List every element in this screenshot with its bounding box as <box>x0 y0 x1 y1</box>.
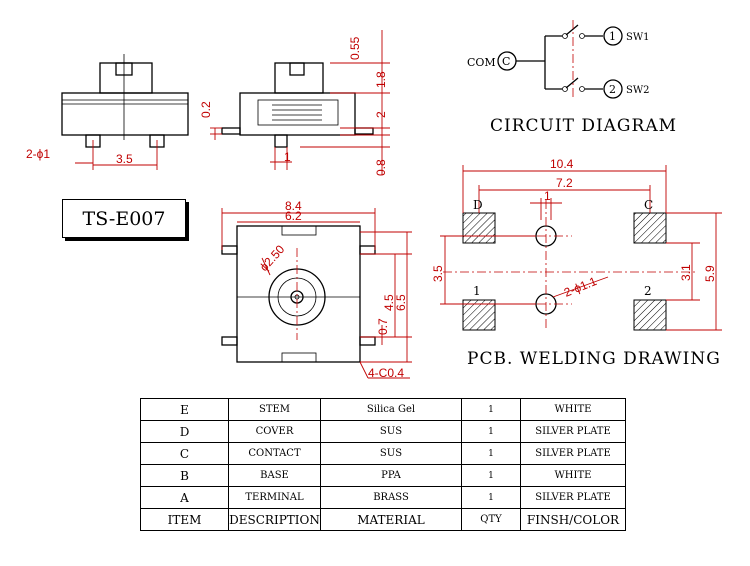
qty-cell: 1 <box>461 420 521 443</box>
finish-cell: SILVER PLATE <box>520 442 626 465</box>
top-dim-84: 8.4 <box>285 199 302 213</box>
material-cell: SUS <box>320 442 462 465</box>
side-dim-2: 2 <box>374 111 388 118</box>
front-pin-dim: 2-ϕ1 <box>26 147 50 161</box>
side-dim-18: 1.8 <box>374 71 388 88</box>
top-dim-65: 6.5 <box>394 294 408 311</box>
pad-1 <box>462 299 496 331</box>
item-cell: E <box>140 398 229 421</box>
item-cell: D <box>140 420 229 443</box>
pcb-dim-104: 10.4 <box>550 157 574 171</box>
qty-header: QTY <box>461 508 521 531</box>
description-cell: CONTACT <box>228 442 321 465</box>
material-cell: SUS <box>320 420 462 443</box>
table-row: E STEM Silica Gel 1 WHITE <box>140 398 626 421</box>
material-cell: BRASS <box>320 486 462 509</box>
sw1-num: 1 <box>609 30 616 43</box>
pcb-dim-31: 3.1 <box>679 264 693 281</box>
material-cell: Silica Gel <box>320 398 462 421</box>
table-row: B BASE PPA 1 WHITE <box>140 464 626 487</box>
finish-cell: WHITE <box>520 398 626 421</box>
pcb-dim-1: 1 <box>544 189 551 203</box>
description-cell: STEM <box>228 398 321 421</box>
qty-cell: 1 <box>461 464 521 487</box>
sw1-label: SW1 <box>626 32 650 43</box>
pcb-drawing-title: PCB. WELDING DRAWING <box>467 349 721 369</box>
front-view: 2-ϕ1 3.5 <box>26 54 189 170</box>
top-dim-chamfer: 4-C0.4 <box>368 366 404 380</box>
pad-2 <box>633 299 667 331</box>
pad-d-label: D <box>473 198 483 212</box>
com-label: COM <box>467 56 496 69</box>
bill-of-materials-table: E STEM Silica Gel 1 WHITE D COVER SUS 1 … <box>140 398 626 531</box>
pad-2-label: 2 <box>644 284 652 298</box>
side-dim-08: 0.8 <box>374 159 388 176</box>
circuit-diagram-title: CIRCUIT DIAGRAM <box>490 116 678 136</box>
qty-cell: 1 <box>461 486 521 509</box>
sw2-label: SW2 <box>626 85 650 96</box>
table-header-row: ITEM DESCRIPTION MATERIAL QTY FINSH/COLO… <box>140 508 626 531</box>
top-view: 8.4 6.2 ϕ2.50 4.5 6.5 0.7 4-C0.4 <box>221 199 412 380</box>
pcb-dim-59: 5.9 <box>703 265 717 282</box>
item-cell: B <box>140 464 229 487</box>
top-dim-45: 4.5 <box>382 294 396 311</box>
top-dim-62: 6.2 <box>285 209 302 223</box>
material-cell: PPA <box>320 464 462 487</box>
table-row: A TERMINAL BRASS 1 SILVER PLATE <box>140 486 626 509</box>
finish-header: FINSH/COLOR <box>520 508 626 531</box>
description-cell: COVER <box>228 420 321 443</box>
finish-cell: SILVER PLATE <box>520 420 626 443</box>
front-pitch-dim: 3.5 <box>116 152 133 166</box>
description-header: DESCRIPTION <box>228 508 321 531</box>
side-dim-055: 0.55 <box>348 36 362 60</box>
model-number-box: TS-E007 <box>62 199 186 238</box>
item-cell: C <box>140 442 229 465</box>
top-dim-07: 0.7 <box>376 318 390 335</box>
com-symbol: C <box>502 55 510 68</box>
circuit-diagram: COM C 1 2 SW1 SW2 <box>467 20 650 100</box>
item-header: ITEM <box>140 508 229 531</box>
pad-c <box>633 212 667 244</box>
description-cell: TERMINAL <box>228 486 321 509</box>
side-dim-1: 1 <box>284 150 291 164</box>
item-cell: A <box>140 486 229 509</box>
pad-c-label: C <box>644 198 653 212</box>
qty-cell: 1 <box>461 398 521 421</box>
table-row: C CONTACT SUS 1 SILVER PLATE <box>140 442 626 465</box>
sw2-num: 2 <box>609 83 616 96</box>
top-dim-dia: ϕ2.50 <box>257 242 288 274</box>
side-view: 0.55 1.8 2 0.8 0.2 1 <box>199 30 390 176</box>
material-header: MATERIAL <box>320 508 462 531</box>
qty-cell: 1 <box>461 442 521 465</box>
pcb-dim-hole: 2-ϕ1.1 <box>562 274 599 300</box>
pcb-drawing: D C 1 2 10.4 7.2 1 3.5 3.1 5.9 2-ϕ1.1 <box>431 157 722 331</box>
side-dim-02: 0.2 <box>199 101 213 118</box>
finish-cell: WHITE <box>520 464 626 487</box>
pad-d <box>462 212 496 244</box>
description-cell: BASE <box>228 464 321 487</box>
table-row: D COVER SUS 1 SILVER PLATE <box>140 420 626 443</box>
finish-cell: SILVER PLATE <box>520 486 626 509</box>
pad-1-label: 1 <box>473 284 481 298</box>
pcb-dim-72: 7.2 <box>556 176 573 190</box>
pcb-dim-35: 3.5 <box>431 265 445 282</box>
